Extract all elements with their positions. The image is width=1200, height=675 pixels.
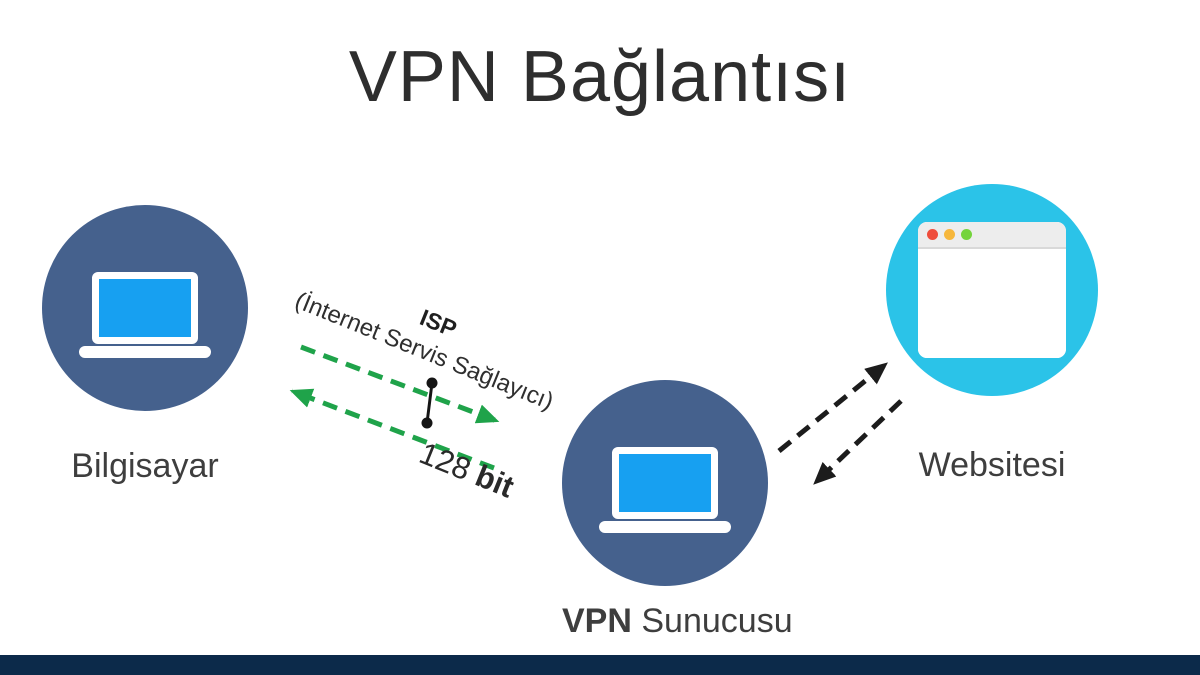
- laptop-base: [79, 346, 211, 358]
- encryption-connector: [421, 377, 438, 429]
- laptop-screen: [612, 447, 718, 519]
- laptop-icon: [599, 447, 731, 533]
- vpn-website-arrow-up: [777, 362, 888, 453]
- website-circle: [886, 184, 1098, 396]
- browser-body: [918, 249, 1066, 358]
- browser-dot-yellow-icon: [944, 229, 955, 240]
- website-node: Websitesi: [886, 184, 1098, 485]
- website-label: Websitesi: [918, 446, 1066, 484]
- computer-label: Bilgisayar: [71, 447, 219, 485]
- vpn-server-label-rest: Sunucusu: [641, 602, 793, 640]
- browser-window-icon: [918, 222, 1066, 358]
- vpn-server-label-bold: VPN: [562, 602, 632, 640]
- vpn-server-circle: [562, 380, 768, 586]
- browser-dot-green-icon: [961, 229, 972, 240]
- laptop-screen: [92, 272, 198, 344]
- browser-dot-red-icon: [927, 229, 938, 240]
- encryption-value: 128: [414, 435, 476, 488]
- laptop-icon: [79, 272, 211, 358]
- browser-titlebar: [918, 222, 1066, 249]
- computer-node: Bilgisayar: [42, 205, 248, 486]
- laptop-base: [599, 521, 731, 533]
- vpn-server-node: VPN Sunucusu: [562, 380, 793, 641]
- encryption-label: 128 bit: [414, 435, 519, 505]
- footer-bar: [0, 655, 1200, 675]
- diagram-title: VPN Bağlantısı: [348, 37, 852, 117]
- encryption-unit: bit: [470, 457, 519, 505]
- vpn-server-label: VPN Sunucusu: [562, 602, 793, 641]
- computer-circle: [42, 205, 248, 411]
